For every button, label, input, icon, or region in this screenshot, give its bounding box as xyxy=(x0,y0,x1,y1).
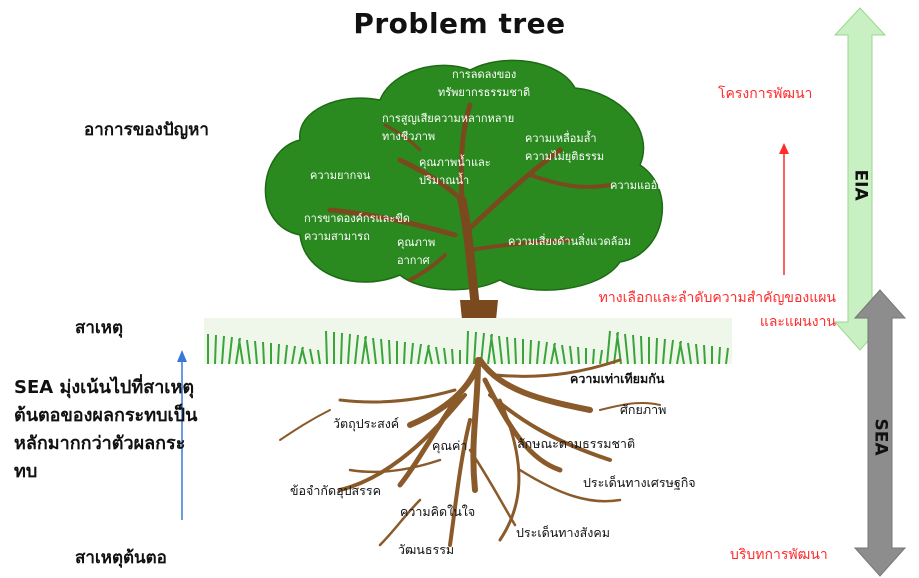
grass-blade xyxy=(246,339,251,365)
grass-blade xyxy=(529,339,532,365)
root-item: ศักยภาพ xyxy=(620,402,667,417)
grass-blade xyxy=(624,333,629,365)
grass-blade xyxy=(410,342,414,365)
canopy-item: ความแออัด xyxy=(610,179,665,192)
label-root-causes: สาเหตุต้นตอ xyxy=(75,548,167,568)
root-item: วัฒนธรรม xyxy=(398,542,455,557)
canopy-item: ความเหลื่อมล้ำ ความไม่ยุติธรรม xyxy=(525,132,605,163)
grass-blade xyxy=(317,349,321,365)
label-sea-focus: SEA มุ่งเน้นไปที่สาเหตุต้นตอของผลกระทบเป… xyxy=(14,377,198,482)
label-symptoms: อาการของปัญหา xyxy=(84,120,209,140)
grass-blade xyxy=(354,334,359,365)
grass-blade xyxy=(284,344,288,365)
root-item: ความเท่าเทียมกัน xyxy=(570,371,665,386)
tree-branches xyxy=(327,102,612,335)
eia-double-arrow xyxy=(833,7,887,351)
grass-blade xyxy=(506,336,510,365)
canopy-item: ความยากจน xyxy=(310,169,371,182)
grass-blade xyxy=(301,347,307,365)
grass-blade xyxy=(536,340,540,365)
grass-blade xyxy=(577,346,580,365)
grass-blade xyxy=(388,339,391,365)
grass-blade xyxy=(340,332,343,365)
root-item: คุณค่า xyxy=(432,438,468,453)
grass-blade xyxy=(417,343,422,365)
root-item: วัตถุประสงค์ xyxy=(333,416,400,431)
label-causes: สาเหตุ xyxy=(75,318,123,338)
grass-blade xyxy=(687,342,692,365)
grass-blade xyxy=(703,344,706,365)
canopy-item: การขาดองค์กรและขีด ความสามารถ xyxy=(304,212,410,243)
root-item: ประเด็นทางเศรษฐกิจ xyxy=(583,475,696,490)
grass-blade xyxy=(606,330,611,365)
grass-blade xyxy=(228,336,233,365)
grass-blade xyxy=(427,345,433,365)
grass-blade xyxy=(490,334,496,365)
root-item: ลักษณะตามธรรมชาติ xyxy=(517,436,636,451)
diagram-title: Problem tree xyxy=(353,7,566,40)
grass-blade xyxy=(718,346,721,365)
root-item: ข้อจำกัดอุปสรรค xyxy=(290,483,381,498)
grass-blade xyxy=(662,338,666,365)
tree-canopy xyxy=(264,59,664,291)
root-item: ความคิดในใจ xyxy=(400,504,476,519)
canopy-item: การสูญเสียความหลากหลาย ทางชีวภาพ xyxy=(382,112,515,143)
grass-blade xyxy=(277,343,280,365)
tree-roots xyxy=(279,357,661,547)
grass-blade xyxy=(325,330,328,365)
label-development-context: บริบทการพัฒนา xyxy=(730,547,828,563)
sea-double-arrow xyxy=(853,289,907,577)
grass-blade xyxy=(238,338,244,365)
grass-blade xyxy=(214,334,217,365)
grass-blade xyxy=(364,336,370,365)
grass-blade xyxy=(221,335,225,365)
canopy-item: คุณภาพ อากาศ xyxy=(397,236,436,267)
grass-blade xyxy=(498,335,503,365)
grass-blade xyxy=(435,346,440,365)
grass-blade xyxy=(254,340,258,365)
grass-blade xyxy=(291,345,296,365)
grass-blade xyxy=(592,348,595,365)
root-item: ประเด็นทางสังคม xyxy=(516,525,610,540)
grass-blade xyxy=(514,337,517,365)
sea-label: SEA xyxy=(870,418,891,456)
grass-blade xyxy=(403,341,406,365)
grass-blade xyxy=(543,341,548,365)
grass-blade xyxy=(309,348,314,365)
canopy-item: คุณภาพน้ำและ ปริมาณน้ำ xyxy=(419,156,491,187)
grass-blade xyxy=(616,332,622,365)
grass-blade xyxy=(569,345,573,365)
grass-blade xyxy=(347,333,351,365)
label-plan-alternatives: ทางเลือกและลำดับความสำคัญของแผน และแผนงา… xyxy=(598,290,836,330)
label-development-project: โครงการพัฒนา xyxy=(718,86,813,102)
grass-blade xyxy=(669,339,674,365)
canopy-item: การลดลงของ ทรัพยากรธรรมชาติ xyxy=(438,68,531,99)
grass-blade xyxy=(380,338,384,365)
grass-blade xyxy=(473,331,477,365)
grass-blade xyxy=(640,335,643,365)
red-up-arrow xyxy=(779,143,789,275)
grass-blade xyxy=(451,348,454,365)
grass-blade xyxy=(561,344,566,365)
blue-up-arrow xyxy=(177,350,187,520)
grass-blade xyxy=(372,337,377,365)
grass-blade xyxy=(599,349,603,365)
grass-blade xyxy=(443,347,447,365)
grass-blade xyxy=(679,341,685,365)
grass-blade xyxy=(466,330,469,365)
eia-label: EIA xyxy=(850,169,871,201)
grass-blade xyxy=(553,343,559,365)
grass-blade xyxy=(695,343,699,365)
grass-blade xyxy=(262,341,265,365)
grass-blade xyxy=(725,347,729,365)
canopy-item: ความเสี่ยงด้านสิ่งแวดล้อม xyxy=(508,235,632,248)
grass-blade xyxy=(655,337,658,365)
grass-blade xyxy=(632,334,636,365)
